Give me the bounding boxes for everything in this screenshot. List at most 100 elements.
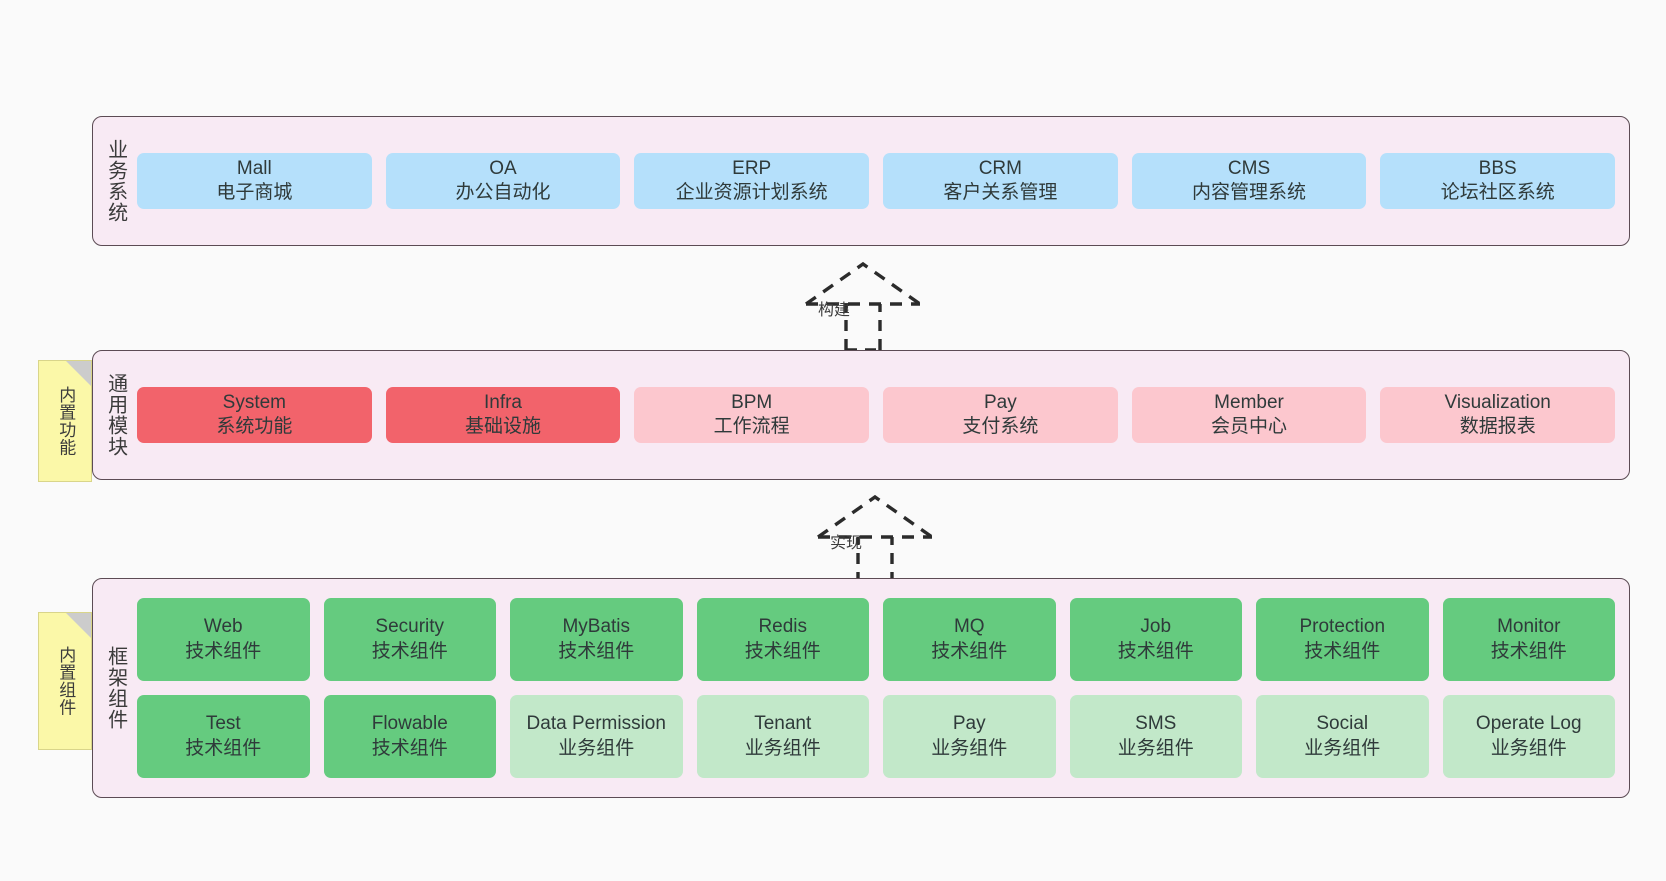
card-bpm[interactable]: BPM 工作流程 xyxy=(634,386,870,444)
card-operate-log[interactable]: Operate Log 业务组件 xyxy=(1442,695,1615,778)
card-visualization[interactable]: Visualization 数据报表 xyxy=(1380,386,1616,444)
card-title: Protection xyxy=(1299,616,1386,638)
connector-build-label: 构建 xyxy=(818,302,851,319)
card-subtitle: 电子商城 xyxy=(216,182,293,203)
card-tenant[interactable]: Tenant 业务组件 xyxy=(696,695,869,778)
card-subtitle: 技术组件 xyxy=(1117,640,1194,662)
card-subtitle: 业务组件 xyxy=(1117,737,1194,759)
card-subtitle: 办公自动化 xyxy=(455,182,551,203)
card-infra[interactable]: Infra 基础设施 xyxy=(385,386,621,444)
connector-build: 构建 xyxy=(800,261,950,352)
card-subtitle: 技术组件 xyxy=(1490,640,1567,662)
card-title: Social xyxy=(1316,713,1369,735)
card-title: Infra xyxy=(483,391,523,413)
row: System 系统功能 Infra 基础设施 BPM 工作流程 Pay 支付系统… xyxy=(137,386,1616,444)
card-sms[interactable]: SMS 业务组件 xyxy=(1069,695,1242,778)
card-title: Monitor xyxy=(1497,616,1561,638)
card-title: Visualization xyxy=(1444,391,1551,413)
card-title: Test xyxy=(205,713,241,735)
card-redis[interactable]: Redis 技术组件 xyxy=(696,598,869,681)
card-subtitle: 数据报表 xyxy=(1459,416,1536,437)
card-title: CMS xyxy=(1227,157,1271,179)
card-subtitle: 技术组件 xyxy=(371,640,448,662)
card-oa[interactable]: OA 办公自动化 xyxy=(385,152,621,210)
card-mq[interactable]: MQ 技术组件 xyxy=(883,598,1056,681)
card-subtitle: 业务组件 xyxy=(744,737,821,759)
card-bbs[interactable]: BBS 论坛社区系统 xyxy=(1380,152,1616,210)
card-subtitle: 支付系统 xyxy=(962,416,1039,437)
card-title: Member xyxy=(1214,391,1284,413)
note-builtin-function[interactable]: 内置功能 xyxy=(38,360,92,482)
card-cms[interactable]: CMS 内容管理系统 xyxy=(1131,152,1367,210)
card-monitor[interactable]: Monitor 技术组件 xyxy=(1442,598,1615,681)
card-mybatis[interactable]: MyBatis 技术组件 xyxy=(510,598,683,681)
card-title: Pay xyxy=(952,713,986,735)
card-subtitle: 客户关系管理 xyxy=(943,182,1058,203)
layer-body-business-system: Mall 电子商城 OA 办公自动化 ERP 企业资源计划系统 CRM 客户关系… xyxy=(137,117,1629,245)
card-pay[interactable]: Pay 支付系统 xyxy=(883,386,1118,444)
layer-title-framework-component: 框架组件 xyxy=(104,646,127,730)
card-title: SMS xyxy=(1135,713,1177,735)
layer-title-common-module: 通用模块 xyxy=(104,373,127,457)
card-erp[interactable]: ERP 企业资源计划系统 xyxy=(634,152,870,210)
card-subtitle: 技术组件 xyxy=(1304,640,1381,662)
card-title: BBS xyxy=(1478,157,1517,179)
card-title: ERP xyxy=(732,157,772,179)
card-test[interactable]: Test 技术组件 xyxy=(137,695,310,778)
card-title: Flowable xyxy=(371,713,448,735)
card-subtitle: 技术组件 xyxy=(931,640,1008,662)
layer-business-system: 业务系统 Mall 电子商城 OA 办公自动化 ERP 企业资源计划系统 CRM… xyxy=(92,116,1630,246)
card-web[interactable]: Web 技术组件 xyxy=(137,598,310,681)
card-subtitle: 技术组件 xyxy=(744,640,821,662)
card-title: OA xyxy=(489,157,517,179)
card-subtitle: 业务组件 xyxy=(1490,737,1567,759)
row: Web 技术组件 Security 技术组件 MyBatis 技术组件 Redi… xyxy=(137,598,1615,681)
card-title: Security xyxy=(375,616,445,638)
card-member[interactable]: Member 会员中心 xyxy=(1131,386,1367,444)
connector-implement: 实现 xyxy=(812,494,962,585)
card-subtitle: 企业资源计划系统 xyxy=(675,182,828,203)
card-data-permission[interactable]: Data Permission 业务组件 xyxy=(510,695,683,778)
card-subtitle: 技术组件 xyxy=(185,737,262,759)
card-crm[interactable]: CRM 客户关系管理 xyxy=(883,152,1118,210)
card-subtitle: 业务组件 xyxy=(1304,737,1381,759)
layer-title-business-system: 业务系统 xyxy=(104,139,127,223)
layer-common-module: 通用模块 System 系统功能 Infra 基础设施 BPM 工作流程 Pay… xyxy=(92,350,1630,480)
card-title: CRM xyxy=(978,157,1022,179)
card-subtitle: 基础设施 xyxy=(465,416,542,437)
card-title: MQ xyxy=(953,616,985,638)
card-mall[interactable]: Mall 电子商城 xyxy=(137,152,372,210)
card-social[interactable]: Social 业务组件 xyxy=(1256,695,1429,778)
card-subtitle: 工作流程 xyxy=(713,416,790,437)
card-title: Web xyxy=(203,616,243,638)
card-protection[interactable]: Protection 技术组件 xyxy=(1256,598,1429,681)
card-title: Tenant xyxy=(754,713,812,735)
row: Mall 电子商城 OA 办公自动化 ERP 企业资源计划系统 CRM 客户关系… xyxy=(137,152,1616,210)
card-title: BPM xyxy=(731,391,773,413)
card-title: Mall xyxy=(236,157,272,179)
card-title: System xyxy=(222,391,287,413)
card-title: Pay xyxy=(983,391,1017,413)
layer-body-common-module: System 系统功能 Infra 基础设施 BPM 工作流程 Pay 支付系统… xyxy=(137,351,1629,479)
card-subtitle: 内容管理系统 xyxy=(1192,182,1307,203)
card-subtitle: 论坛社区系统 xyxy=(1440,182,1555,203)
card-subtitle: 会员中心 xyxy=(1211,416,1288,437)
card-subtitle: 业务组件 xyxy=(931,737,1008,759)
card-flowable[interactable]: Flowable 技术组件 xyxy=(323,695,496,778)
card-pay-component[interactable]: Pay 业务组件 xyxy=(883,695,1056,778)
layer-body-framework-component: Web 技术组件 Security 技术组件 MyBatis 技术组件 Redi… xyxy=(137,579,1629,797)
card-system[interactable]: System 系统功能 xyxy=(137,386,372,444)
connector-implement-label: 实现 xyxy=(830,535,863,552)
card-title: Data Permission xyxy=(526,713,666,735)
note-builtin-component[interactable]: 内置组件 xyxy=(38,612,92,750)
card-security[interactable]: Security 技术组件 xyxy=(323,598,496,681)
card-title: MyBatis xyxy=(562,616,631,638)
card-subtitle: 业务组件 xyxy=(558,737,635,759)
card-subtitle: 系统功能 xyxy=(216,416,293,437)
note-fold-corner-icon xyxy=(66,613,91,638)
note-label: 内置组件 xyxy=(56,646,76,716)
card-title: Redis xyxy=(758,616,808,638)
note-label: 内置功能 xyxy=(56,386,76,456)
card-job[interactable]: Job 技术组件 xyxy=(1069,598,1242,681)
